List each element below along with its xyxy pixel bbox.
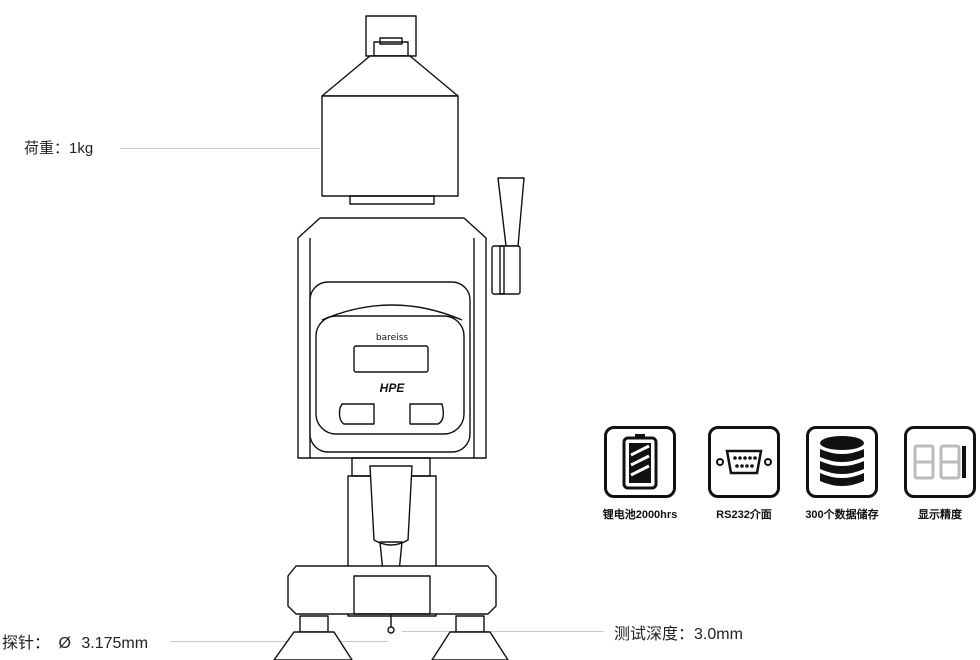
weight-cylinder [321, 95, 459, 197]
left-button [338, 403, 375, 425]
side-handle [497, 177, 525, 247]
base-plate [287, 565, 497, 615]
probe-leader-line [170, 641, 388, 642]
probe-label-prefix: 探针： [2, 635, 51, 652]
load-label: 荷重：1kg [24, 140, 94, 157]
left-foot-stem [299, 615, 329, 633]
depth-leader-line [402, 631, 604, 632]
lcd-screen [353, 345, 429, 373]
database-icon [806, 426, 878, 498]
nozzle [369, 465, 413, 546]
digit-display-icon [904, 426, 976, 498]
load-leader-line [120, 148, 320, 149]
weight-cone [321, 55, 459, 97]
probe-tip [387, 626, 395, 634]
probe-label-value: 3.175mm [81, 635, 149, 652]
hardness-tester-illustration: bareiss HPE [273, 15, 525, 660]
feature-display-label: 显示精度 [918, 509, 962, 521]
feature-rs232-label: RS232介面 [716, 509, 772, 521]
right-button [409, 403, 445, 425]
feature-battery: 锂电池2000hrs [602, 426, 678, 522]
brand-logo: bareiss [376, 333, 408, 343]
right-foot-stem [455, 615, 485, 633]
serial-port-icon [708, 426, 780, 498]
diameter-symbol: Ø [58, 635, 71, 652]
feature-icons: 锂电池2000hrs RS232介面 300 [600, 426, 980, 521]
battery-icon [604, 426, 676, 498]
model-label: HPE [380, 381, 406, 395]
feature-battery-label: 锂电池2000hrs [602, 509, 678, 521]
feature-storage: 300个数据储存 [804, 426, 880, 522]
feature-display: 显示精度 [902, 426, 978, 522]
probe-label: 探针： Ø 3.175mm [2, 629, 148, 653]
feature-storage-label: 300个数据储存 [805, 509, 879, 521]
depth-label: 测试深度：3.0mm [614, 626, 743, 643]
right-foot [431, 631, 509, 660]
feature-rs232: RS232介面 [706, 426, 782, 522]
left-foot [273, 631, 353, 660]
